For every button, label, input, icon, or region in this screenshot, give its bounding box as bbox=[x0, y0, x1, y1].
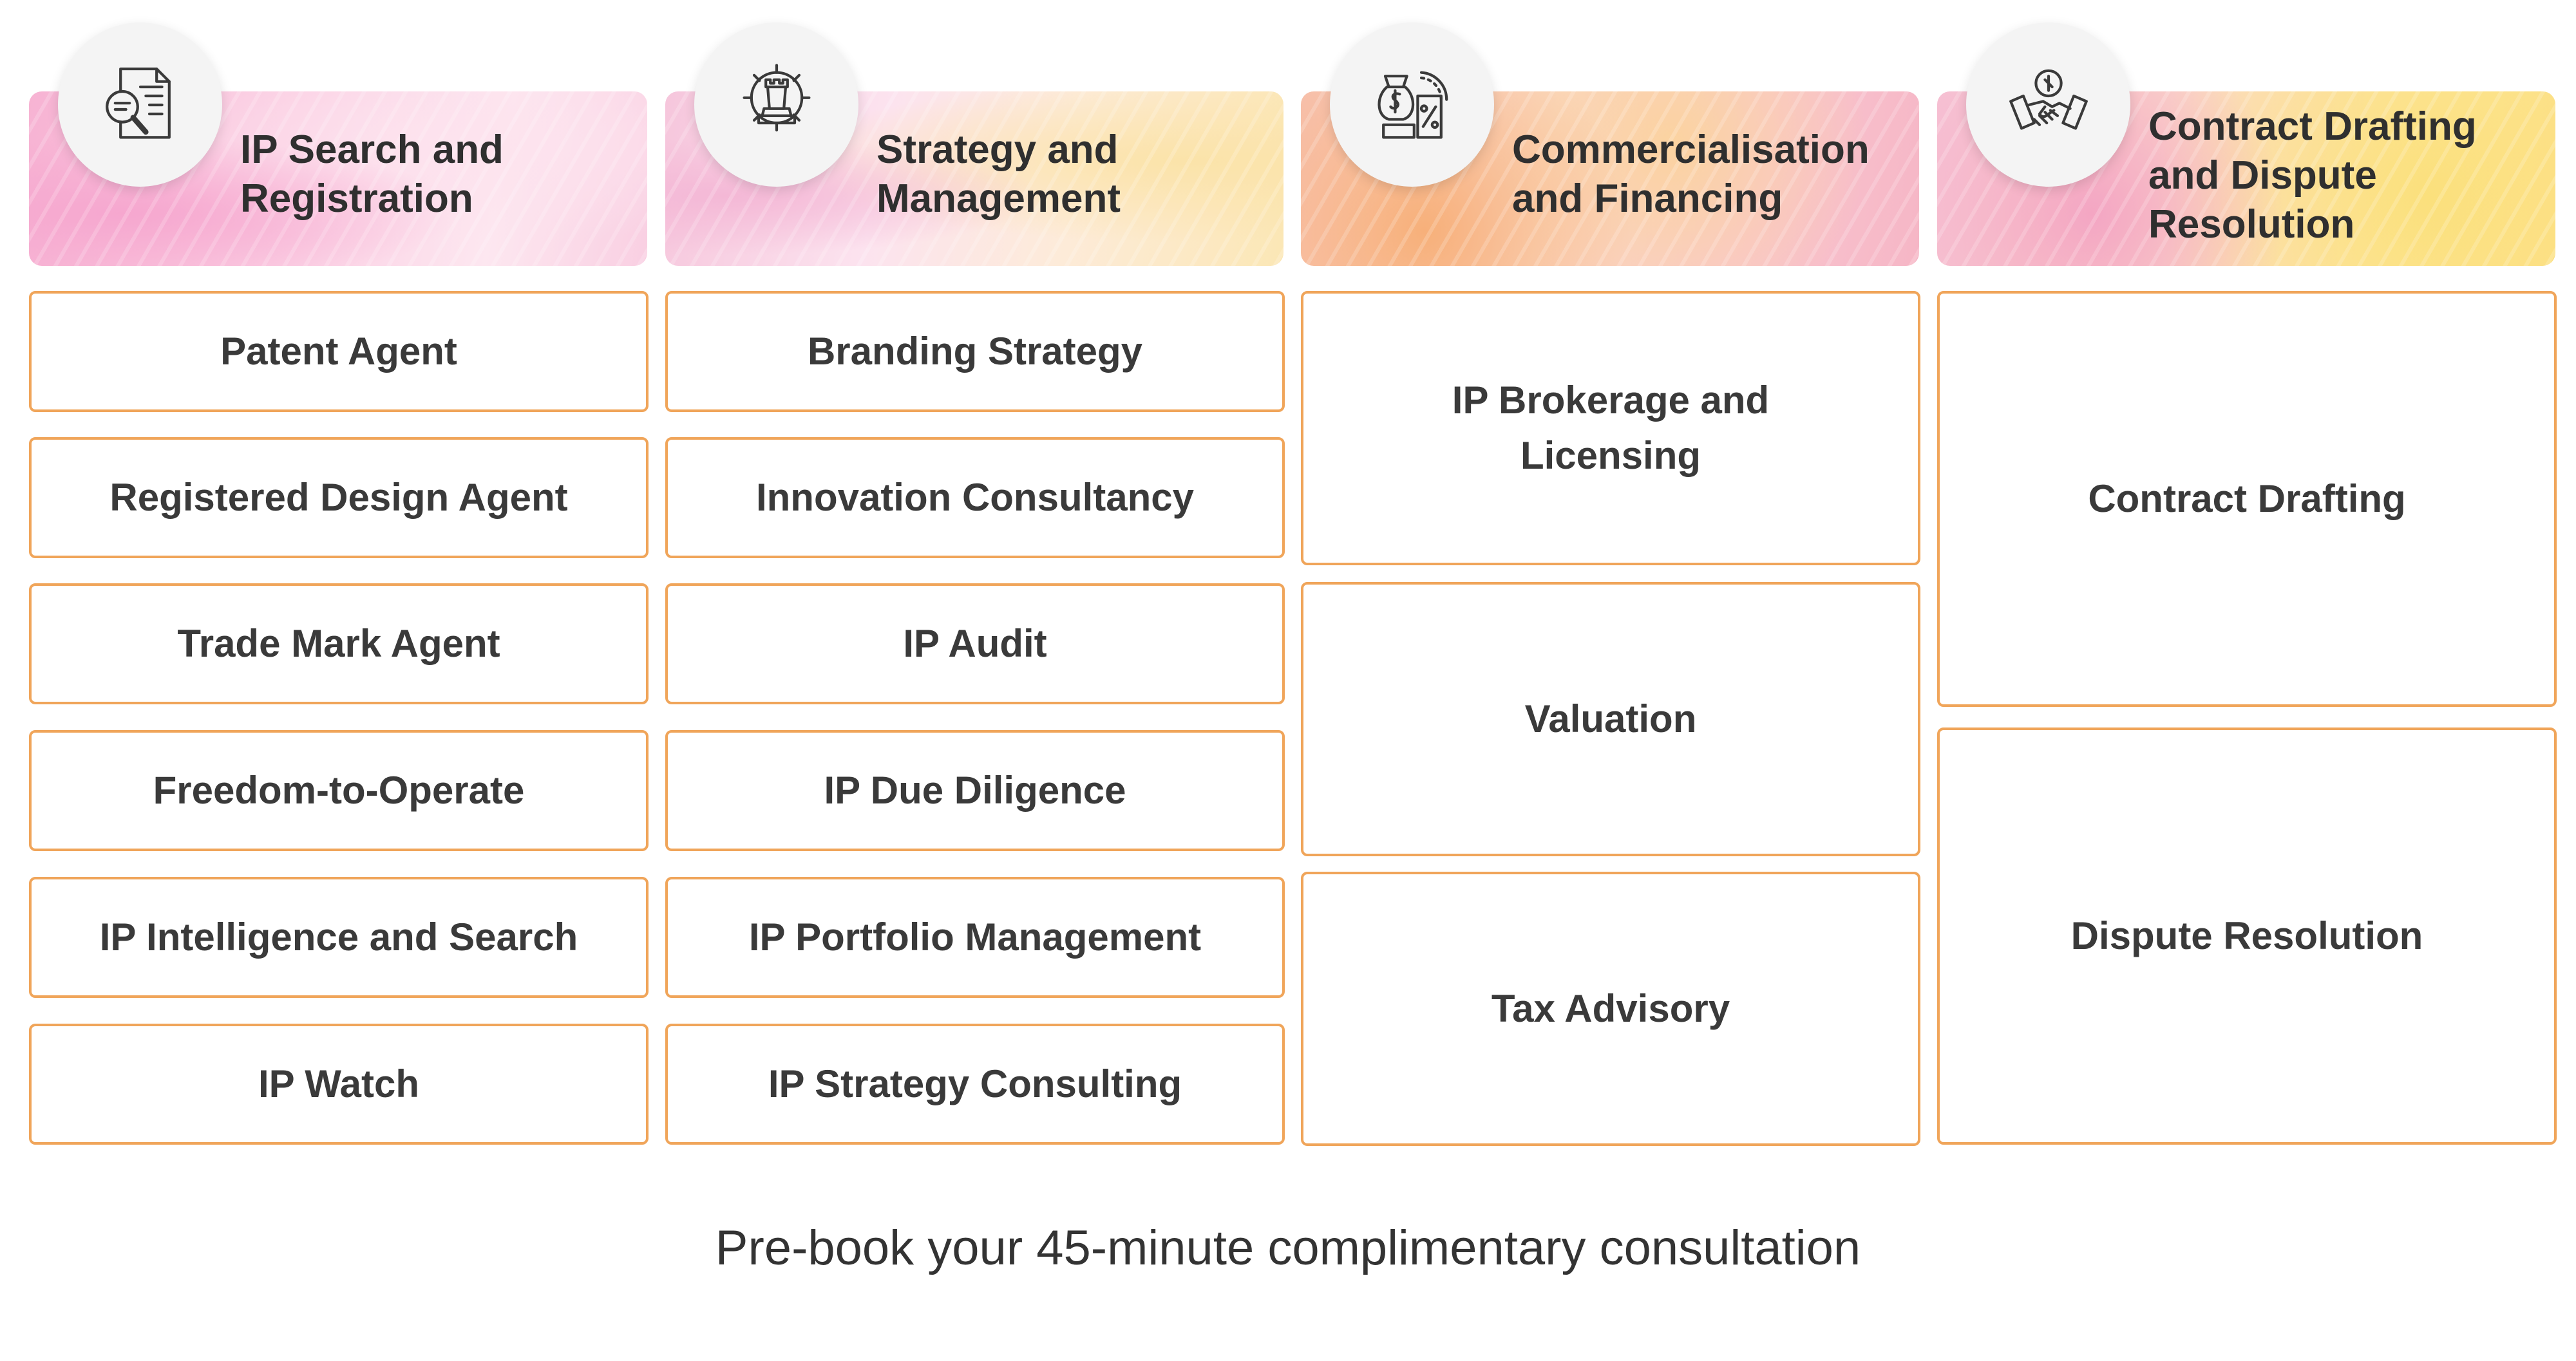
category-column-contract-dispute: Contract Drafting and Dispute Resolution… bbox=[1937, 0, 2557, 1146]
category-column-ip-search: IP Search and Registration Patent Agent … bbox=[29, 0, 649, 1146]
service-label: IP Portfolio Management bbox=[748, 915, 1202, 959]
icon-badge bbox=[58, 23, 222, 187]
service-label: Freedom-to-Operate bbox=[153, 769, 525, 812]
service-label: IP Watch bbox=[258, 1062, 420, 1105]
service-label: Innovation Consultancy bbox=[755, 476, 1195, 519]
service-ip-intelligence-search[interactable]: IP Intelligence and Search bbox=[29, 877, 649, 998]
service-ip-due-diligence[interactable]: IP Due Diligence bbox=[665, 730, 1285, 851]
service-label: Valuation bbox=[1524, 697, 1697, 740]
service-label: IP Strategy Consulting bbox=[768, 1062, 1182, 1105]
chess-gear-icon bbox=[743, 63, 810, 131]
service-tax-advisory[interactable]: Tax Advisory bbox=[1301, 872, 1920, 1146]
service-label: Dispute Resolution bbox=[2070, 914, 2423, 957]
icon-badge bbox=[1966, 23, 2130, 187]
service-label: Registered Design Agent bbox=[109, 476, 568, 519]
icon-badge bbox=[694, 23, 858, 187]
service-ip-portfolio-management[interactable]: IP Portfolio Management bbox=[665, 877, 1285, 998]
service-patent-agent[interactable]: Patent Agent bbox=[29, 291, 649, 412]
category-column-strategy: Strategy and Management Branding Strateg… bbox=[665, 0, 1285, 1146]
service-innovation-consultancy[interactable]: Innovation Consultancy bbox=[665, 437, 1285, 558]
service-label: Patent Agent bbox=[220, 330, 457, 373]
category-title: Contract Drafting and Dispute Resolution bbox=[2148, 104, 2477, 247]
service-ip-brokerage-licensing[interactable]: IP Brokerage and Licensing bbox=[1301, 291, 1920, 565]
category-title: IP Search and Registration bbox=[240, 127, 504, 221]
service-registered-design-agent[interactable]: Registered Design Agent bbox=[29, 437, 649, 558]
service-label: Trade Mark Agent bbox=[177, 622, 500, 665]
icon-badge bbox=[1330, 23, 1494, 187]
service-label: IP Brokerage and Licensing bbox=[1452, 379, 1770, 477]
service-label: Branding Strategy bbox=[807, 330, 1143, 373]
service-trade-mark-agent[interactable]: Trade Mark Agent bbox=[29, 583, 649, 704]
service-freedom-to-operate[interactable]: Freedom-to-Operate bbox=[29, 730, 649, 851]
service-label: IP Due Diligence bbox=[824, 769, 1126, 812]
category-title: Strategy and Management bbox=[876, 127, 1121, 221]
service-label: Tax Advisory bbox=[1491, 987, 1730, 1030]
service-valuation[interactable]: Valuation bbox=[1301, 582, 1920, 856]
service-label: Contract Drafting bbox=[2088, 477, 2406, 520]
category-column-commercialisation: Commercialisation and Financing IP Broke… bbox=[1301, 0, 1920, 1146]
service-dispute-resolution[interactable]: Dispute Resolution bbox=[1937, 727, 2557, 1145]
service-contract-drafting[interactable]: Contract Drafting bbox=[1937, 291, 2557, 707]
service-branding-strategy[interactable]: Branding Strategy bbox=[665, 291, 1285, 412]
consultation-cta-text[interactable]: Pre-book your 45-minute complimentary co… bbox=[715, 1221, 1861, 1275]
service-ip-strategy-consulting[interactable]: IP Strategy Consulting bbox=[665, 1024, 1285, 1145]
handshake-icon bbox=[2009, 69, 2088, 129]
money-finance-icon bbox=[1378, 71, 1448, 138]
service-ip-watch[interactable]: IP Watch bbox=[29, 1024, 649, 1145]
service-label: IP Intelligence and Search bbox=[99, 915, 578, 959]
service-label: IP Audit bbox=[903, 622, 1047, 665]
category-title: Commercialisation and Financing bbox=[1512, 127, 1870, 221]
document-search-icon bbox=[105, 67, 171, 138]
service-ip-audit[interactable]: IP Audit bbox=[665, 583, 1285, 704]
